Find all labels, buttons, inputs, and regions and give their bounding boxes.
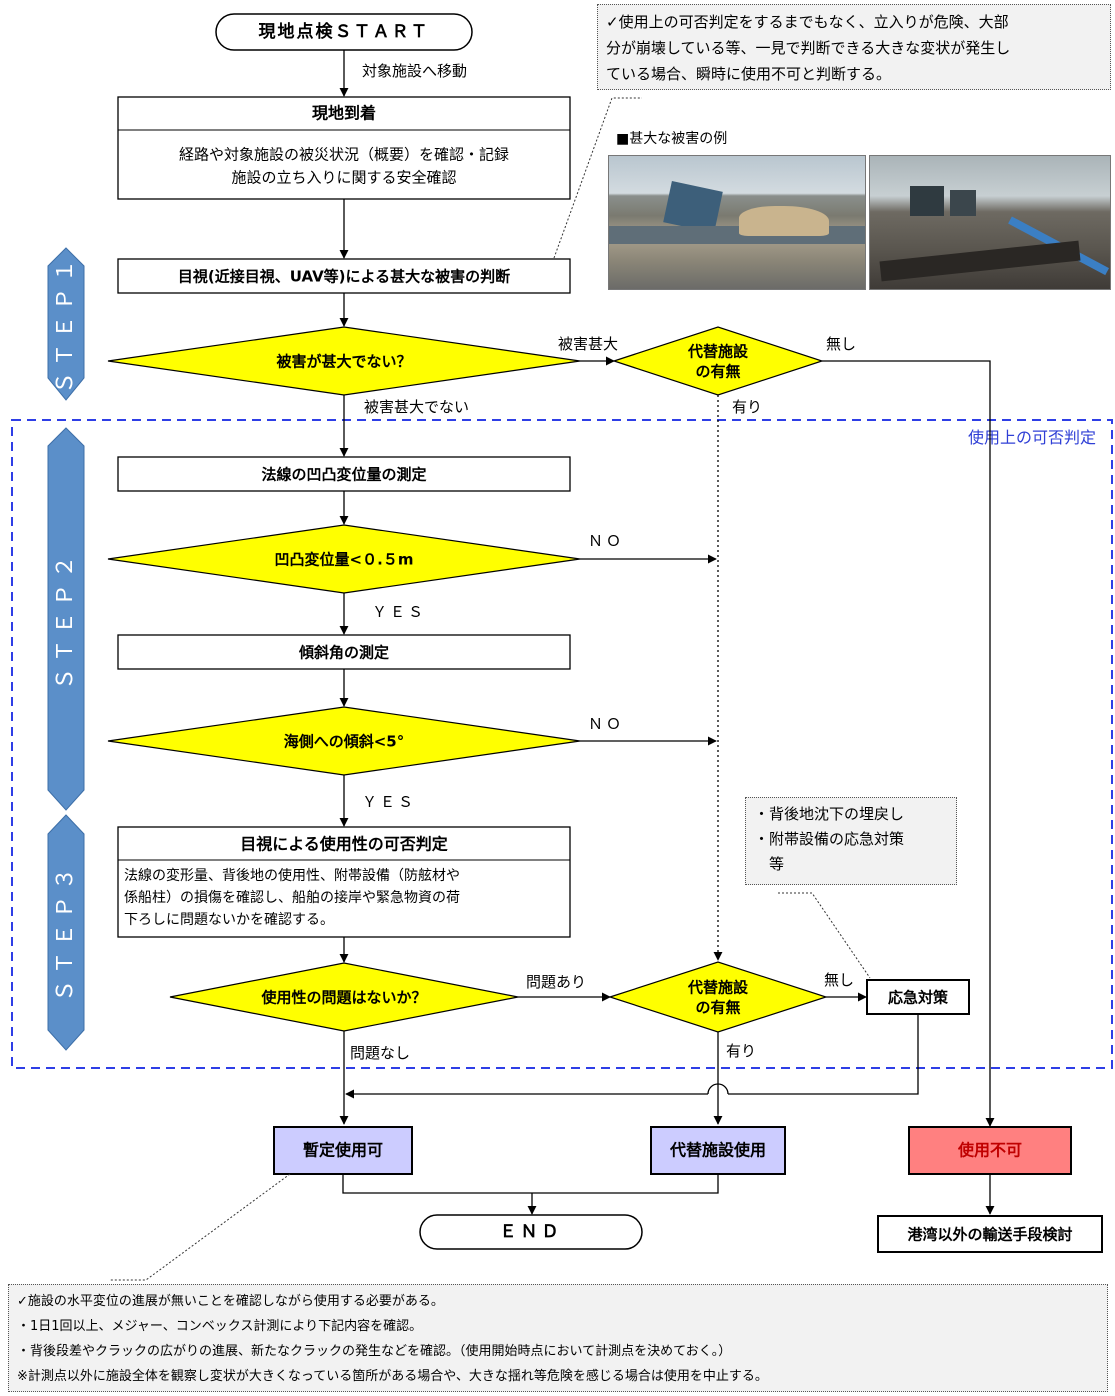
top-note: ✓使用上の可否判定をするまでもなく、立入りが危険、大部 分が崩壊している等、一見… xyxy=(597,4,1111,90)
visual-check-box xyxy=(117,258,571,294)
svg-text:ＳＴＥＰ１: ＳＴＥＰ１ xyxy=(53,254,78,394)
alt-facility-top-line2: の有無 xyxy=(695,363,740,381)
damage-decision-label: 被害が甚大でない？ xyxy=(276,353,411,371)
visual-judge-line2: 係船柱）の損傷を確認し、船舶の接岸や緊急物資の荷 xyxy=(124,889,460,906)
visual-judge-line1: 法線の変形量、背後地の使用性、附帯設備（防舷材や xyxy=(124,867,460,884)
end-terminal xyxy=(419,1214,643,1250)
alt-use-label: 代替施設使用 xyxy=(669,1141,766,1160)
bump-no-label: ＮＯ xyxy=(588,532,624,550)
alt-facility-decision-bottom xyxy=(608,961,828,1033)
unusable-label: 使用不可 xyxy=(957,1141,1022,1160)
bottom-note-line4: ※計測点以外に施設全体を観察し変状が大きくなっている箇所がある場合や、大きな揺れ… xyxy=(17,1369,768,1384)
none-label-bottom: 無し xyxy=(824,971,854,989)
emergency-note-line1: ・背後地沈下の埋戻し xyxy=(754,805,905,823)
start-label: 現地点検ＳＴＡＲＴ xyxy=(259,21,430,42)
damage-photo-pier xyxy=(869,155,1111,290)
bottom-note-line1: ✓施設の水平変位の進展が無いことを確認しながら使用する必要がある。 xyxy=(17,1294,444,1309)
tilt-decision-label: 海側への傾斜<5° xyxy=(284,733,405,751)
no-problem-label: 問題なし xyxy=(350,1044,410,1062)
measure-tilt-box xyxy=(117,634,571,670)
usability-label: 使用上の可否判定 xyxy=(968,428,1096,447)
alt-facility-bottom-line2: の有無 xyxy=(695,999,740,1017)
step2-banner: ＳＴＥＰ２ xyxy=(47,427,85,811)
svg-text:ＳＴＥＰ２: ＳＴＥＰ２ xyxy=(53,550,78,690)
alt-facility-bottom-line1: 代替施設 xyxy=(687,979,749,997)
bottom-note: ✓施設の水平変位の進展が無いことを確認しながら使用する必要がある。 ・1日1回以… xyxy=(8,1284,1108,1392)
example-label: ■甚大な被害の例 xyxy=(616,131,727,147)
bump-decision-label: 凹凸変位量<０.５m xyxy=(275,551,414,569)
other-transport-box xyxy=(877,1215,1103,1253)
damage-photo-quay xyxy=(608,155,866,290)
emergency-note-leader xyxy=(778,892,871,979)
bottom-note-line3: ・背後段差やクラックの広がりの進展、新たなクラックの発生などを確認。（使用開始時… xyxy=(17,1344,732,1359)
visual-check-label: 目視(近接目視、UAV等)による甚大な被害の判断 xyxy=(178,268,510,286)
emergency-box xyxy=(866,979,970,1015)
svg-text:ＳＴＥＰ３: ＳＴＥＰ３ xyxy=(53,862,78,1002)
measure-bump-label: 法線の凹凸変位量の測定 xyxy=(261,466,426,484)
step3-banner: ＳＴＥＰ３ xyxy=(47,814,85,1051)
provisional-use-box xyxy=(273,1126,413,1175)
emergency-label: 応急対策 xyxy=(888,989,949,1007)
provisional-use-label: 暫定使用可 xyxy=(303,1141,383,1160)
exists-label-top: 有り xyxy=(732,398,762,416)
alt-facility-decision-top xyxy=(612,326,824,396)
top-note-line3: ている場合、瞬時に使用不可と判断する。 xyxy=(606,65,892,83)
top-note-line2: 分が崩壊している等、一見で判断できる大きな変状が発生し xyxy=(606,39,1011,57)
usability-frame xyxy=(11,419,1113,1069)
none-label-top: 無し xyxy=(826,335,856,353)
other-transport-label: 港湾以外の輸送手段検討 xyxy=(907,1226,1072,1244)
tilt-no-label: ＮＯ xyxy=(588,715,624,733)
top-note-line1: ✓使用上の可否判定をするまでもなく、立入りが危険、大部 xyxy=(606,13,1009,31)
exists-label-bottom: 有り xyxy=(726,1042,756,1060)
problem-label: 問題あり xyxy=(526,973,586,991)
emergency-note: ・背後地沈下の埋戻し ・附帯設備の応急対策 等 xyxy=(745,797,957,885)
bottom-note-line2: ・1日1回以上、メジャー、コンベックス計測により下記内容を確認。 xyxy=(17,1319,423,1334)
visual-judge-title: 目視による使用性の可否判定 xyxy=(240,835,448,854)
visual-judge-line3: 下ろしに問題ないかを確認する。 xyxy=(124,912,334,928)
severe-label: 被害甚大 xyxy=(558,335,618,353)
arrival-box xyxy=(117,96,571,200)
tilt-yes-label: ＹＥＳ xyxy=(362,793,416,811)
emergency-note-line2: ・附帯設備の応急対策 xyxy=(754,830,905,848)
not-severe-label: 被害甚大でない xyxy=(364,398,469,416)
move-label: 対象施設へ移動 xyxy=(362,62,467,80)
top-note-leader xyxy=(553,97,642,259)
step1-banner: ＳＴＥＰ１ xyxy=(47,247,85,401)
arrival-line2: 施設の立ち入りに関する安全確認 xyxy=(231,169,456,187)
usability-decision-label: 使用性の問題はないか？ xyxy=(260,989,426,1007)
measure-tilt-label: 傾斜角の測定 xyxy=(298,644,389,662)
bottom-note-leader xyxy=(110,1173,291,1281)
arrival-line1: 経路や対象施設の被災状況（概要）を確認・記録 xyxy=(179,146,509,164)
measure-bump-box xyxy=(117,456,571,492)
end-label: ＥＮＤ xyxy=(500,1222,563,1242)
arrival-title: 現地到着 xyxy=(312,104,376,123)
alt-facility-top-line1: 代替施設 xyxy=(687,343,749,361)
bump-yes-label: ＹＥＳ xyxy=(372,603,426,621)
emergency-note-line3: 等 xyxy=(754,855,785,873)
